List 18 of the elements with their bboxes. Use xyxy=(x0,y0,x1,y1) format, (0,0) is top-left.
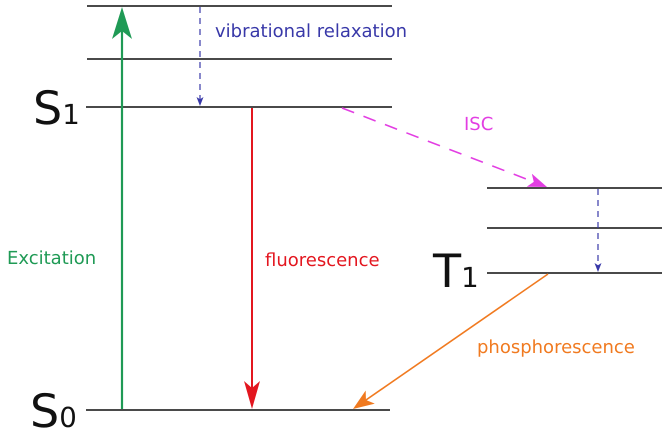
arrow xyxy=(354,273,548,408)
arrow xyxy=(342,107,546,188)
edge-label: Excitation xyxy=(7,248,96,269)
arrow xyxy=(244,108,260,406)
edge-label: ISC xyxy=(464,114,494,135)
edge-label: vibrational relaxation xyxy=(215,21,408,42)
energy-level-line xyxy=(487,272,662,274)
energy-level-line xyxy=(86,409,390,411)
energy-level-line xyxy=(87,5,392,7)
energy-level-line xyxy=(86,106,392,108)
energy-level-line xyxy=(87,58,392,60)
energy-level-line xyxy=(487,227,662,229)
edge-label: fluorescence xyxy=(265,250,380,271)
arrow xyxy=(594,189,602,272)
arrow xyxy=(196,7,204,106)
arrow xyxy=(112,10,132,409)
energy-level-line xyxy=(487,187,662,189)
edge-label: phosphorescence xyxy=(477,337,635,358)
